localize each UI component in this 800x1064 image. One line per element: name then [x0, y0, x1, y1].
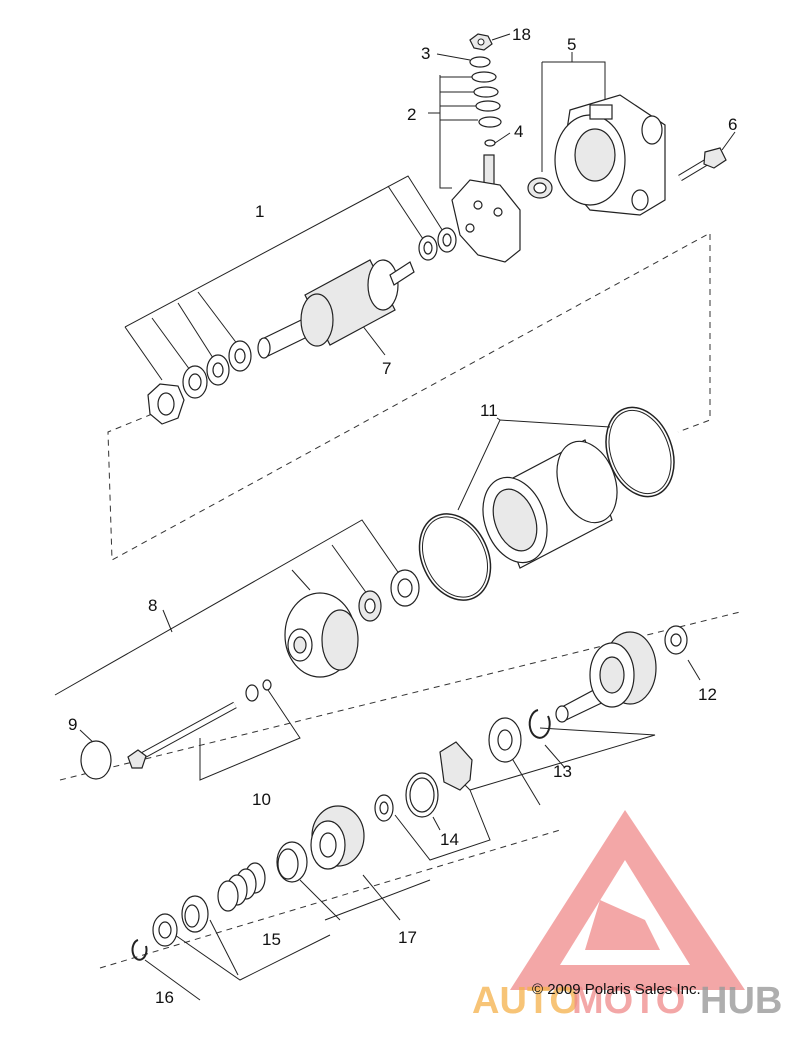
spring-15	[217, 862, 266, 912]
through-bolt-10	[127, 679, 272, 769]
callout-8: 8	[148, 596, 157, 615]
watermark-logo	[510, 810, 745, 990]
bushing	[527, 177, 553, 199]
callout-4: 4	[514, 122, 523, 141]
washer-12	[664, 625, 688, 655]
o-ring-4	[484, 139, 496, 147]
clutch-shoe	[439, 741, 473, 791]
collar	[276, 841, 308, 883]
callout-13: 13	[553, 762, 572, 781]
callout-12: 12	[698, 685, 717, 704]
callout-3: 3	[421, 44, 430, 63]
watermark-brand-moto: MOTO	[572, 980, 685, 1022]
watermark-brand-hub: HUB	[700, 980, 782, 1022]
callout-7: 7	[382, 359, 391, 378]
cap-9	[80, 740, 112, 780]
callout-labels: 1 2 3 4 5 6 7 8 9 10 11 12 13 14 15 16 1…	[68, 25, 737, 1007]
snap-ring-16	[131, 939, 148, 961]
callout-16: 16	[155, 988, 174, 1007]
watermark-brand-auto: AUTO	[472, 980, 579, 1022]
callout-17: 17	[398, 928, 417, 947]
washer-14-lower	[374, 794, 394, 822]
copyright-notice: © 2009 Polaris Sales Inc.	[532, 981, 701, 998]
washer-14-upper	[488, 717, 522, 763]
washer-stack-2-3	[469, 56, 502, 128]
bolt-6	[678, 147, 727, 182]
watermark-text: AUTO MOTO HUB	[472, 980, 782, 1022]
callout-14: 14	[440, 830, 459, 849]
washer-16	[152, 913, 178, 947]
callout-18: 18	[512, 25, 531, 44]
front-bracket-8	[284, 592, 359, 678]
callout-6: 6	[728, 115, 737, 134]
needle-bearing-14	[405, 772, 439, 818]
callout-5: 5	[567, 35, 576, 54]
callout-2: 2	[407, 105, 416, 124]
callout-10: 10	[252, 790, 271, 809]
armature-7	[257, 259, 415, 359]
callout-15: 15	[262, 930, 281, 949]
snap-ring-13	[528, 709, 551, 739]
callout-11: 11	[480, 401, 498, 420]
leader-lines	[54, 33, 736, 1001]
spacer-15	[181, 895, 209, 933]
callout-1: 1	[255, 202, 264, 221]
yoke-housing	[482, 439, 618, 569]
callout-9: 9	[68, 715, 77, 734]
end-cap-5	[554, 94, 666, 216]
washers-1-right	[418, 227, 457, 261]
o-ring-11-left	[418, 513, 492, 601]
bearing-and-seal	[358, 569, 420, 622]
pinion-gear-17	[310, 805, 365, 870]
washers-1-left	[147, 340, 252, 425]
brush-plate	[451, 154, 521, 263]
gear-shaft-assembly	[555, 631, 657, 723]
o-ring-11-right	[605, 406, 675, 498]
nut-18	[469, 33, 493, 51]
